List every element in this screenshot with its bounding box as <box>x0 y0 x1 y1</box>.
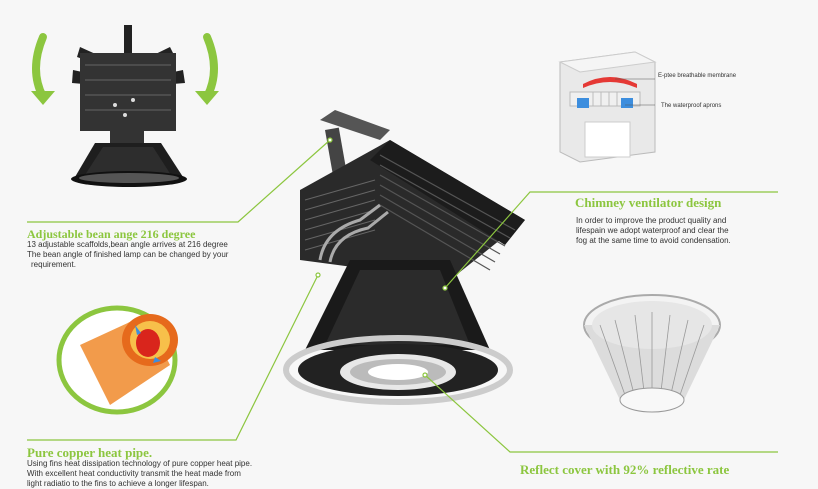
chimney-title: Chimney ventilator design <box>575 195 722 210</box>
beam-line-2: The bean angle of finished lamp can be c… <box>27 250 229 259</box>
chimney-cross-section-illustration <box>558 51 657 163</box>
membrane-callout: E-ptee breathable membrane <box>658 73 737 79</box>
rotate-right-arrow-icon <box>195 33 219 105</box>
copper-line-3: light radiatio to the fins to achieve a … <box>27 479 209 488</box>
rotate-left-arrow-icon <box>31 33 55 105</box>
copper-title: Pure copper heat pipe. <box>27 445 153 460</box>
adjustable-lamp-illustration <box>31 25 219 187</box>
chimney-description: In order to improve the product quality … <box>576 216 776 246</box>
beam-line-1: 13 adjustable scaffolds,bean angle arriv… <box>27 240 228 249</box>
high-bay-lamp-illustration <box>283 110 525 405</box>
chimney-line-2: lifespain we adopt waterproof and clear … <box>576 226 729 235</box>
copper-line-2: With excellent heat conductivity transmi… <box>27 469 241 478</box>
chimney-line-1: In order to improve the product quality … <box>576 216 727 225</box>
copper-heat-pipe-illustration <box>56 305 178 415</box>
aprons-callout: The waterproof aprons <box>661 103 722 109</box>
reflect-title: Reflect cover with 92% reflective rate <box>520 462 730 477</box>
copper-description: Using fins heat dissipation technology o… <box>27 459 327 489</box>
chimney-line-3: fog at the same time to avoid condensati… <box>576 236 731 245</box>
reflector-cover-illustration <box>583 294 721 413</box>
beam-description: 13 adjustable scaffolds,bean angle arriv… <box>27 240 267 270</box>
beam-line-3: requirement. <box>31 260 76 269</box>
copper-line-1: Using fins heat dissipation technology o… <box>27 459 253 468</box>
beam-title: Adjustable bean ange 216 degree <box>27 227 196 241</box>
